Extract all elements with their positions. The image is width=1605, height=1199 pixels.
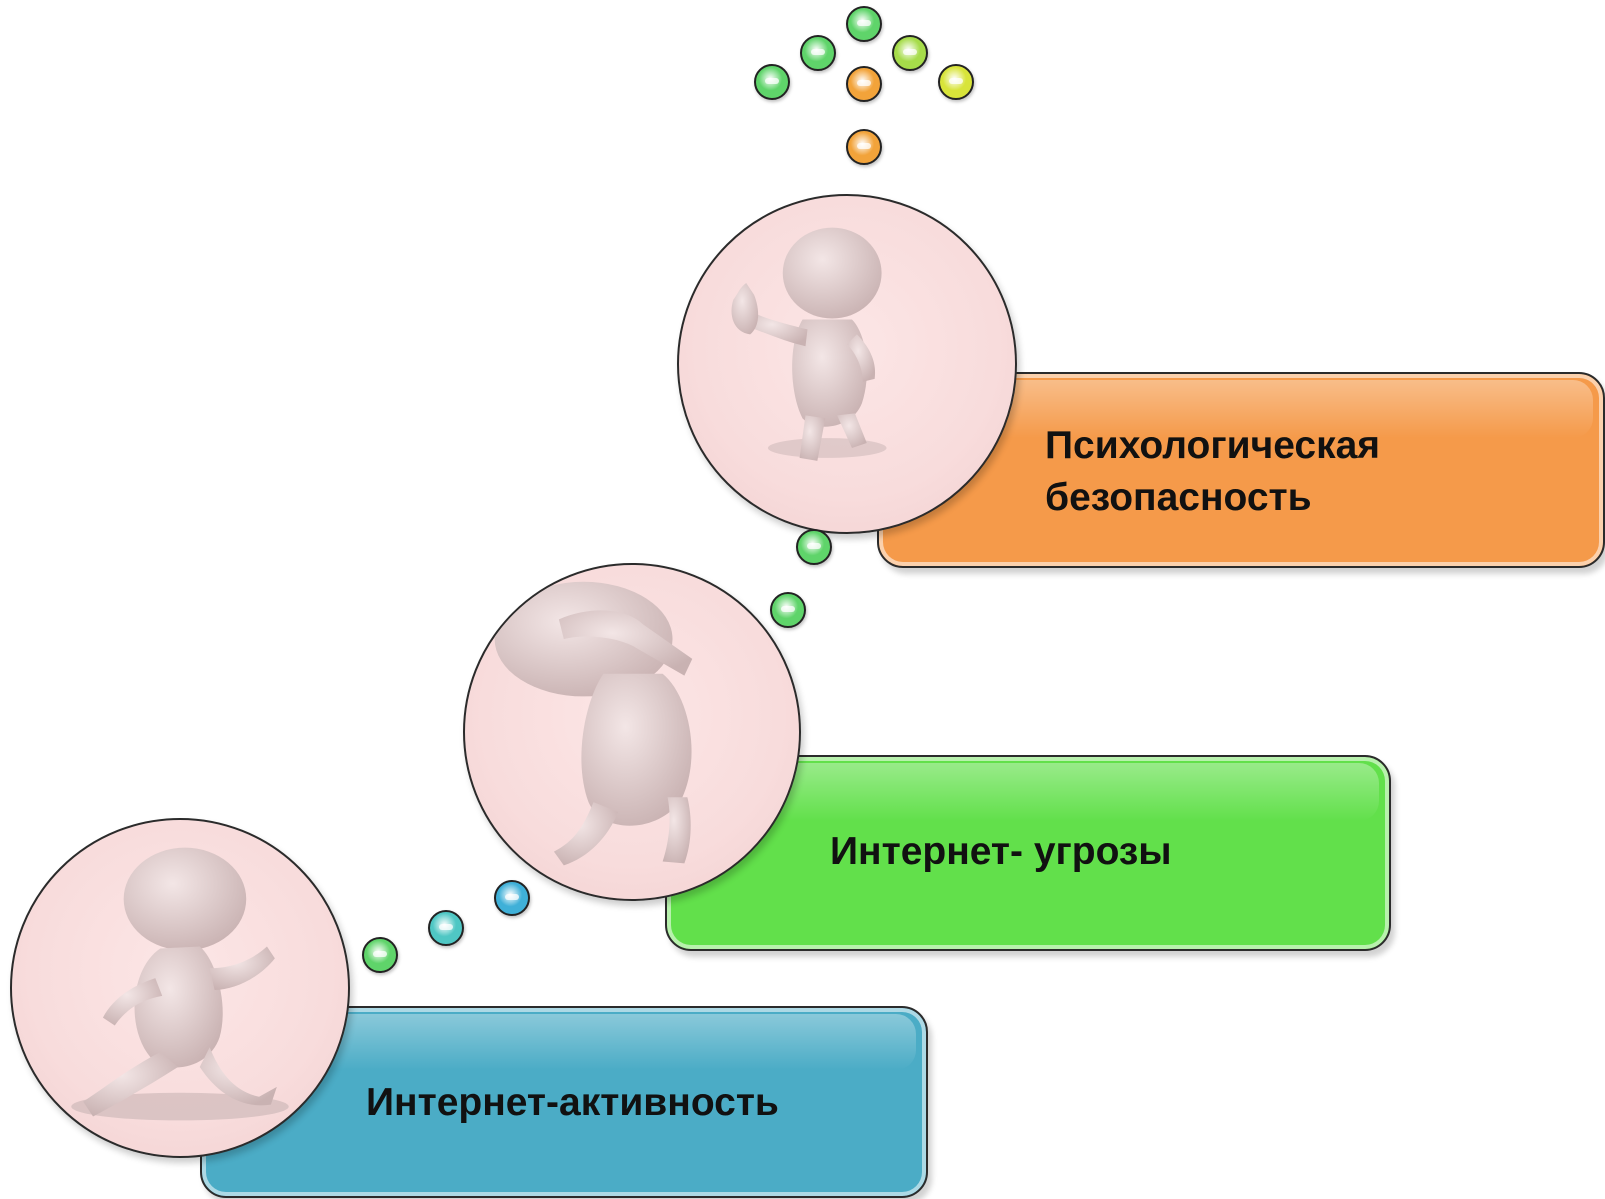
distressed-figure-icon — [463, 563, 801, 901]
connector-dot — [796, 529, 832, 565]
step-label-psychological-safety: Психологическая безопасность — [1045, 424, 1381, 519]
connector-dot — [754, 64, 790, 100]
connector-dot — [846, 129, 882, 165]
connector-dot — [428, 910, 464, 946]
step-label-internet-activity: Интернет-активность — [366, 1081, 779, 1124]
connector-dot — [846, 66, 882, 102]
connector-dot — [938, 64, 974, 100]
connector-dot — [892, 35, 928, 71]
connector-dot — [770, 592, 806, 628]
step-box-internet-threats — [665, 755, 1391, 951]
connector-dot — [800, 35, 836, 71]
thumbs-up-figure-icon — [677, 194, 1017, 534]
step-label-internet-threats: Интернет- угрозы — [830, 830, 1172, 873]
connector-dot — [846, 6, 882, 42]
running-figure-icon — [10, 818, 350, 1158]
connector-dot — [494, 880, 530, 916]
connector-dot — [362, 937, 398, 973]
